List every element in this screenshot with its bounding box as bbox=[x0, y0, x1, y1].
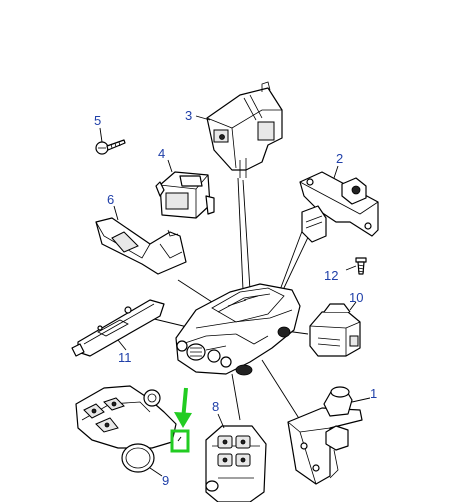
part-4-sensor bbox=[155, 171, 215, 219]
label-part-2: 2 bbox=[336, 151, 343, 166]
label-part-9: 9 bbox=[162, 473, 169, 488]
part-12-screw bbox=[355, 257, 367, 275]
part-1-striker bbox=[287, 386, 363, 485]
part-8-casing bbox=[205, 425, 267, 502]
label-part-4: 4 bbox=[158, 146, 165, 161]
part-labels: 5 4 3 2 6 12 10 11 1 8 9 bbox=[94, 108, 377, 488]
part-9-battery bbox=[121, 443, 155, 473]
part-5-screw bbox=[95, 139, 126, 155]
callout-lines bbox=[99, 115, 371, 477]
part-6-cover bbox=[95, 217, 187, 275]
label-part-1: 1 bbox=[370, 386, 377, 401]
part-11-strip bbox=[71, 299, 165, 357]
key-fob bbox=[75, 385, 177, 449]
part-2-bracket bbox=[299, 171, 379, 243]
part-10-module bbox=[309, 303, 361, 357]
label-part-5: 5 bbox=[94, 113, 101, 128]
label-part-11: 11 bbox=[118, 350, 132, 365]
label-part-3: 3 bbox=[185, 108, 192, 123]
label-part-12: 12 bbox=[324, 268, 338, 283]
highlight-arrow-icon bbox=[170, 387, 192, 453]
label-part-8: 8 bbox=[212, 399, 219, 414]
label-part-10: 10 bbox=[349, 290, 363, 305]
label-part-6: 6 bbox=[107, 192, 114, 207]
part-3-control-module bbox=[206, 81, 283, 178]
car-illustration bbox=[175, 283, 301, 376]
